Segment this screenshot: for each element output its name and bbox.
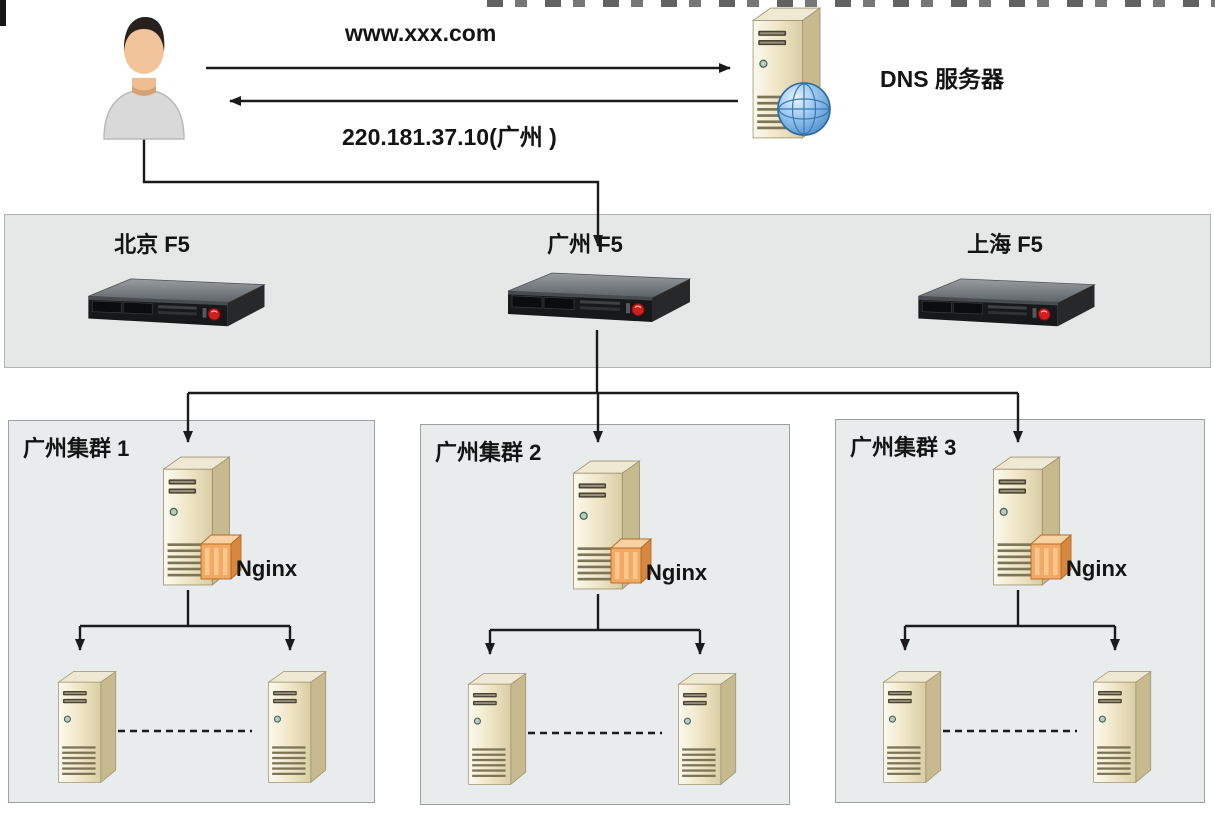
response-label: 220.181.37.10(广州 ) (342, 124, 557, 150)
nginx-label: Nginx (1066, 556, 1128, 581)
f5-label-beijing: 北京 F5 (114, 232, 190, 257)
f5-rack-server-icon-beijing (87, 278, 266, 327)
web-server-icon (1093, 671, 1152, 783)
nginx-label: Nginx (236, 556, 298, 581)
f5-label-shanghai: 上海 F5 (967, 232, 1043, 257)
dns-server-icon (752, 7, 831, 139)
left-edge-artifact (0, 0, 6, 26)
request-label: www.xxx.com (345, 20, 497, 46)
nginx-server-icon (992, 456, 1073, 586)
nginx-box-icon (199, 533, 243, 581)
web-server-icon (678, 673, 737, 785)
web-server-icon (468, 673, 527, 785)
web-server-icon (883, 671, 942, 783)
dns-label: DNS 服务器 (880, 66, 1004, 92)
nginx-box-icon (1029, 533, 1073, 581)
nginx-server-icon (162, 456, 243, 586)
f5-label-guangzhou: 广州 F5 (547, 232, 623, 257)
web-server-icon (58, 671, 117, 783)
top-edge-artifact (487, 0, 1215, 7)
f5-rack-server-icon-guangzhou (507, 272, 691, 323)
user-icon (103, 17, 185, 140)
nginx-box-icon (609, 537, 653, 585)
cluster-2-label: 广州集群 2 (435, 440, 542, 465)
web-server-icon (268, 671, 327, 783)
globe-icon (777, 82, 831, 136)
f5-rack-server-icon-shanghai (917, 278, 1096, 327)
cluster-1-label: 广州集群 1 (23, 436, 130, 461)
nginx-server-icon (572, 460, 653, 590)
nginx-label: Nginx (646, 560, 708, 585)
cluster-3-label: 广州集群 3 (850, 435, 957, 460)
